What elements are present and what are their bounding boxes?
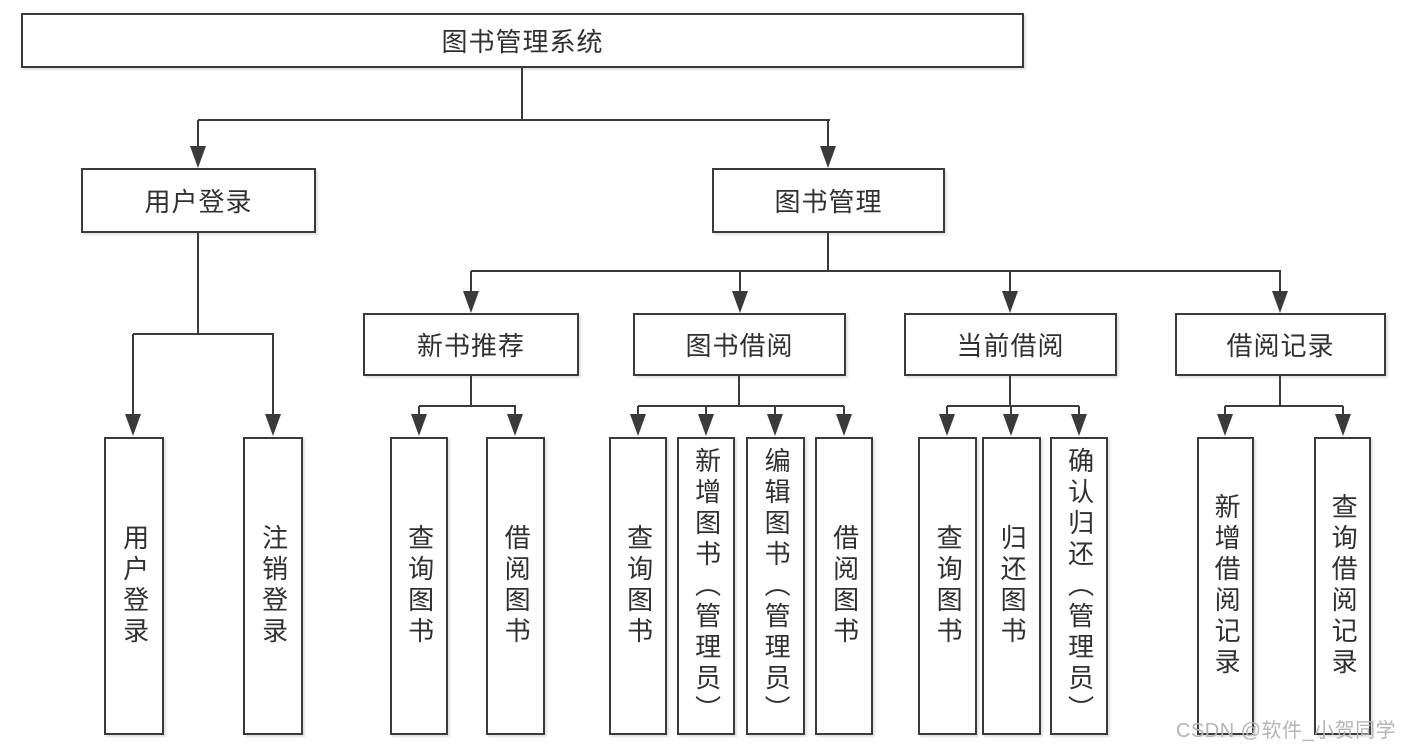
arrowhead-down [630, 414, 646, 436]
node-book-borrow: 图书借阅 [633, 313, 846, 376]
csdn-watermark: CSDN @软件_小贺同学 [1176, 720, 1397, 742]
connector-to-book-borrow [739, 271, 741, 293]
connector-new-book-rec-split [419, 405, 516, 407]
arrowhead-down [836, 414, 852, 436]
connector-leaf-stub [1224, 406, 1226, 416]
arrowhead-down [1071, 414, 1087, 436]
arrowhead-down [698, 414, 714, 436]
node-current-borrow-label: 当前借阅 [956, 331, 1065, 361]
arrowhead-down [125, 414, 141, 436]
leaf-rec-borrow-books-label: 借阅图书 [501, 524, 532, 648]
node-new-book-rec: 新书推荐 [363, 313, 579, 376]
connector-to-leaf-logout [272, 334, 274, 414]
leaf-bb-add-books: 新增图书（管理员） [677, 437, 735, 735]
connector-leaf-stub [946, 406, 948, 416]
connector-user-login-stem [197, 233, 199, 334]
leaf-cb-return-books-label: 归还图书 [997, 524, 1028, 648]
arrowhead-down [820, 146, 836, 168]
arrowhead-down [1272, 291, 1288, 313]
connector-leaf-stub [418, 406, 420, 416]
node-root-label: 图书管理系统 [441, 27, 604, 57]
connector-book-borrow-stem [738, 376, 740, 406]
node-current-borrow: 当前借阅 [904, 313, 1117, 376]
node-root: 图书管理系统 [21, 13, 1024, 68]
connector-borrow-records-split [1225, 405, 1343, 407]
arrowhead-down [1002, 291, 1018, 313]
leaf-bb-borrow-books-label: 借阅图书 [829, 524, 860, 648]
connector-current-borrow-stem [1009, 376, 1011, 406]
arrowhead-down [767, 414, 783, 436]
connector-user-login-split [133, 333, 274, 335]
leaf-bb-add-books-label: 新增图书（管理员） [691, 446, 722, 726]
arrowhead-down [507, 414, 523, 436]
leaf-br-query-record-label: 查询借阅记录 [1328, 493, 1359, 679]
leaf-cb-query-books-label: 查询图书 [933, 524, 964, 648]
arrowhead-down [732, 291, 748, 313]
connector-leaf-stub [843, 406, 845, 416]
connector-to-user-login [197, 120, 199, 148]
connector-leaf-stub [514, 406, 516, 416]
leaf-bb-edit-books-label: 编辑图书（管理员） [761, 446, 792, 726]
leaf-bb-borrow-books: 借阅图书 [815, 437, 873, 735]
node-book-mgmt: 图书管理 [712, 168, 945, 233]
arrowhead-down [411, 414, 427, 436]
leaf-br-add-record-label: 新增借阅记录 [1211, 493, 1242, 679]
node-borrow-records: 借阅记录 [1175, 313, 1386, 376]
leaf-logout-label: 注销登录 [258, 524, 289, 648]
connector-to-current-borrow [1009, 271, 1011, 293]
leaf-cb-query-books: 查询图书 [918, 437, 977, 735]
leaf-cb-confirm-return-label: 确认归还（管理员） [1064, 446, 1095, 726]
leaf-user-login-label: 用户登录 [119, 524, 150, 648]
node-borrow-records-label: 借阅记录 [1226, 331, 1335, 361]
connector-to-borrow-records [1279, 271, 1281, 293]
connector-leaf-stub [637, 406, 639, 416]
leaf-bb-query-books-label: 查询图书 [623, 524, 654, 648]
leaf-rec-query-books: 查询图书 [390, 437, 448, 735]
connector-leaf-stub [1010, 406, 1012, 416]
connector-leaf-stub [1342, 406, 1344, 416]
leaf-br-add-record: 新增借阅记录 [1197, 437, 1254, 735]
leaf-rec-borrow-books: 借阅图书 [486, 437, 545, 735]
connector-current-borrow-split [947, 405, 1079, 407]
connector-to-new-book-rec [470, 271, 472, 293]
connector-root-split [198, 119, 830, 121]
leaf-br-query-record: 查询借阅记录 [1314, 437, 1371, 735]
arrowhead-down [463, 291, 479, 313]
leaf-logout: 注销登录 [243, 437, 303, 735]
node-user-login-label: 用户登录 [144, 187, 253, 217]
connector-to-book-mgmt [827, 120, 829, 148]
arrowhead-down [1217, 414, 1233, 436]
node-new-book-rec-label: 新书推荐 [416, 331, 525, 361]
node-book-mgmt-label: 图书管理 [774, 187, 883, 217]
connector-new-book-rec-stem [470, 376, 472, 406]
connector-root-stem [521, 68, 523, 120]
connector-book-mgmt-split [471, 270, 1281, 272]
connector-book-borrow-split [638, 405, 844, 407]
leaf-bb-edit-books: 编辑图书（管理员） [746, 437, 805, 735]
connector-leaf-stub [705, 406, 707, 416]
connector-leaf-stub [1078, 406, 1080, 416]
leaf-cb-return-books: 归还图书 [982, 437, 1041, 735]
arrowhead-down [939, 414, 955, 436]
arrowhead-down [1335, 414, 1351, 436]
leaf-cb-confirm-return: 确认归还（管理员） [1050, 437, 1108, 735]
connector-book-mgmt-stem [827, 233, 829, 271]
node-book-borrow-label: 图书借阅 [685, 331, 794, 361]
connector-borrow-records-stem [1279, 376, 1281, 406]
connector-leaf-stub [774, 406, 776, 416]
arrowhead-down [265, 414, 281, 436]
leaf-bb-query-books: 查询图书 [609, 437, 667, 735]
connector-to-leaf-login [132, 334, 134, 414]
leaf-user-login: 用户登录 [104, 437, 164, 735]
arrowhead-down [190, 146, 206, 168]
arrowhead-down [1003, 414, 1019, 436]
node-user-login: 用户登录 [81, 168, 316, 233]
leaf-rec-query-books-label: 查询图书 [404, 524, 435, 648]
